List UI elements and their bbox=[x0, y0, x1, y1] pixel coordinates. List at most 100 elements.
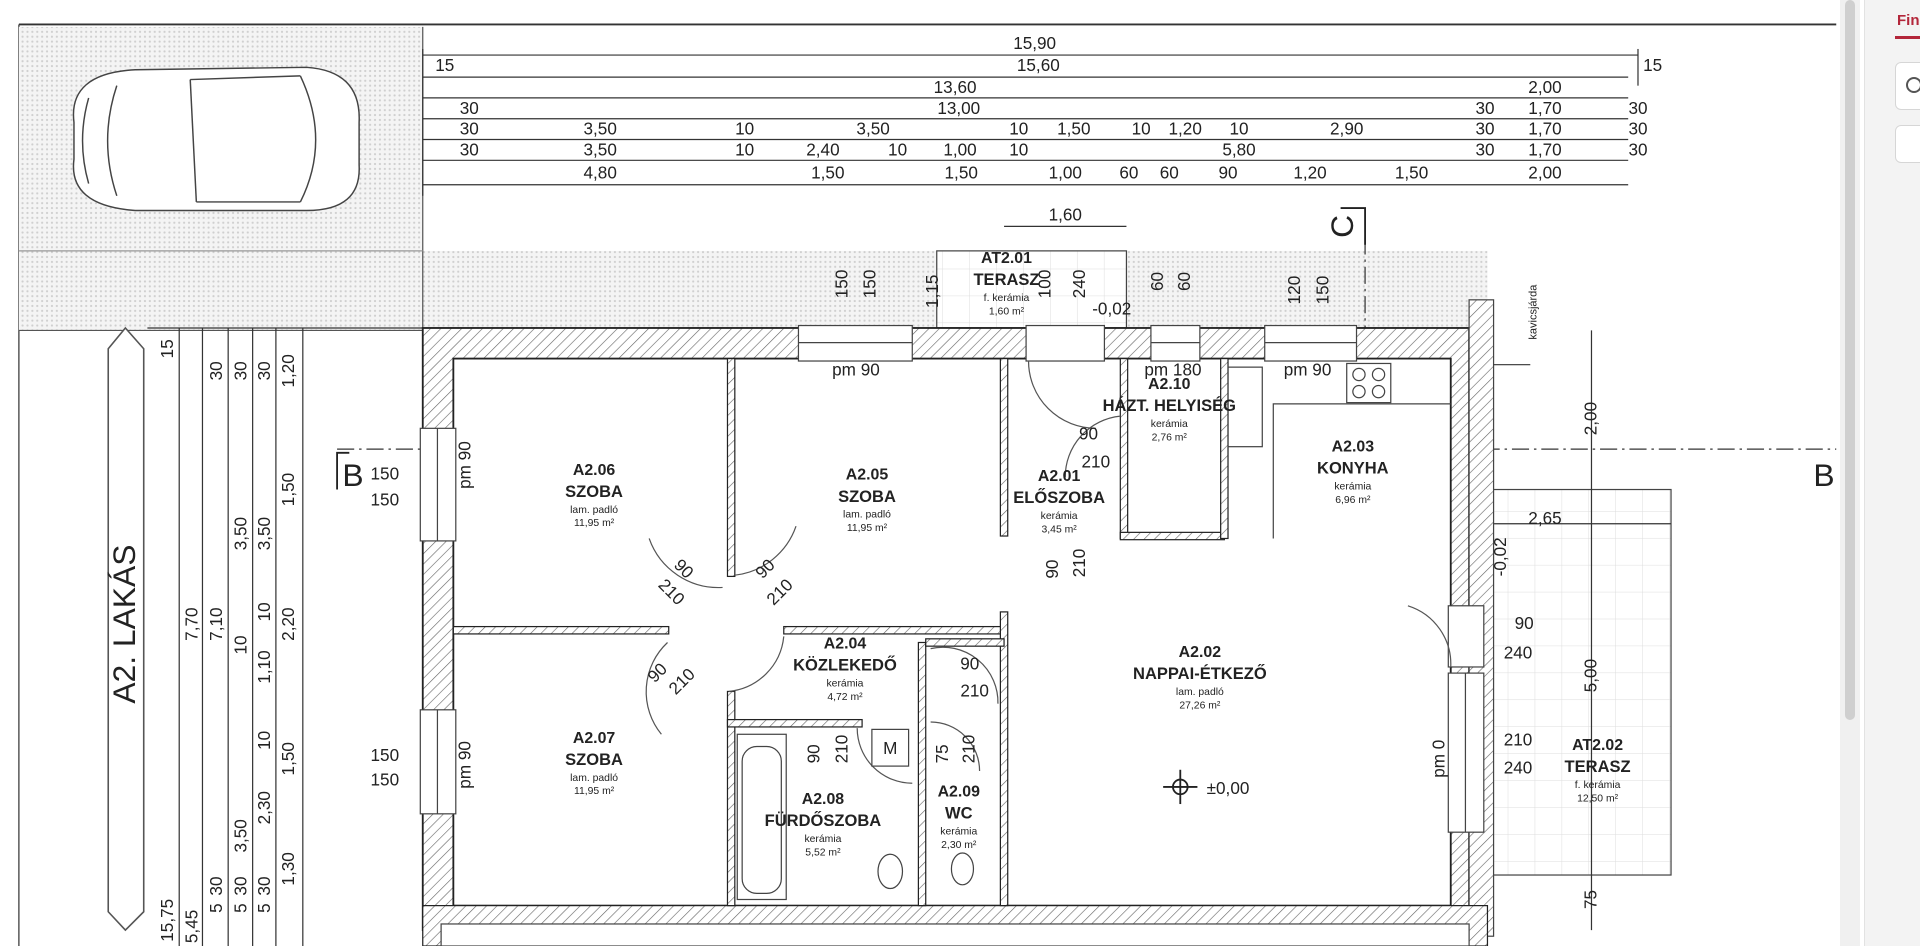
dimension-label: 5 bbox=[206, 903, 226, 913]
dimension-label: 1,20 bbox=[1169, 119, 1202, 139]
opening-dimension-label: pm 90 bbox=[832, 360, 880, 380]
opening-dimension-label: 150 bbox=[860, 270, 880, 299]
bathtub-icon bbox=[736, 733, 787, 901]
opening-dimension-label: 210 bbox=[831, 735, 851, 764]
opening-dimension-label: 60 bbox=[1147, 272, 1167, 291]
dimension-label: 10 bbox=[1132, 119, 1151, 139]
room-area: 1,60 m² bbox=[989, 307, 1025, 318]
active-tab-indicator bbox=[1895, 36, 1920, 39]
dimension-label: 30 bbox=[231, 877, 251, 896]
room-id: A2.06 bbox=[573, 462, 616, 479]
dimension-label: 7,70 bbox=[182, 607, 202, 640]
dimension-label: 3,50 bbox=[231, 517, 251, 550]
dimension-label: 1,50 bbox=[945, 163, 978, 183]
search-input[interactable] bbox=[1895, 62, 1920, 110]
dimension-label: 30 bbox=[460, 98, 479, 118]
room-name: SZOBA bbox=[838, 487, 896, 506]
room-area: 2,30 m² bbox=[941, 840, 977, 851]
opening-dimension-label: 150 bbox=[831, 270, 851, 299]
opening-dimension-label: 150 bbox=[371, 464, 400, 484]
dimension-label: 10 bbox=[735, 119, 754, 139]
tab-find[interactable]: Fin bbox=[1897, 12, 1920, 29]
room-id: AT2.01 bbox=[981, 250, 1032, 267]
opening-dimension-label: 240 bbox=[1069, 270, 1089, 299]
dimension-label: 3,50 bbox=[856, 119, 889, 139]
opening-dimension-label: pm 90 bbox=[454, 441, 474, 489]
room-id: A2.02 bbox=[1179, 644, 1222, 661]
scrollbar-thumb[interactable] bbox=[1845, 0, 1855, 720]
dimension-label: 15 bbox=[157, 339, 177, 358]
toilet-icon bbox=[871, 728, 975, 890]
room-floor-material: lam. padló bbox=[1176, 687, 1224, 698]
dimension-label: 2,40 bbox=[806, 139, 839, 159]
dimension-label: 30 bbox=[1475, 139, 1494, 159]
building-walls bbox=[419, 299, 1495, 946]
search-icon bbox=[1906, 77, 1920, 93]
dimension-label: 10 bbox=[888, 139, 907, 159]
room-floor-material: lam. padló bbox=[843, 510, 891, 521]
dimension-label: 5 bbox=[254, 903, 274, 913]
room-id: A2.04 bbox=[824, 636, 867, 653]
room-id: A2.07 bbox=[573, 730, 616, 747]
room-floor-material: lam. padló bbox=[570, 505, 618, 516]
dimension-label: 30 bbox=[254, 877, 274, 896]
opening-dimension-label: 75 bbox=[1580, 890, 1600, 909]
opening-dimension-label: 1,15 bbox=[922, 275, 942, 308]
opening-dimension-label: 2,00 bbox=[1580, 402, 1600, 435]
opening-dimension-label: 2,65 bbox=[1528, 508, 1561, 528]
room-name: SZOBA bbox=[565, 750, 623, 769]
dimension-label: 60 bbox=[1119, 163, 1138, 183]
dimension-label: 13,00 bbox=[937, 98, 980, 118]
dimension-label: 2,30 bbox=[254, 791, 274, 824]
room-id: A2.03 bbox=[1332, 439, 1375, 456]
room-id: AT2.02 bbox=[1572, 737, 1623, 754]
dimension-label: 1,00 bbox=[943, 139, 976, 159]
room-name: TERASZ bbox=[973, 270, 1039, 289]
opening-dimension-label: 210 bbox=[959, 735, 979, 764]
side-panel: Fin bbox=[1864, 0, 1920, 946]
opening-dimension-label: pm 180 bbox=[1144, 360, 1201, 380]
room-floor-material: kerámia bbox=[1041, 511, 1078, 522]
dimension-label: 2,90 bbox=[1330, 119, 1363, 139]
dimension-label: 30 bbox=[206, 361, 226, 380]
dimension-label: 1,50 bbox=[1395, 163, 1428, 183]
dimension-label: 15,75 bbox=[157, 899, 177, 942]
room-floor-material: kerámia bbox=[804, 834, 841, 845]
room-id: A2.05 bbox=[846, 467, 889, 484]
dimension-label: 10 bbox=[1009, 139, 1028, 159]
dimension-label: 30 bbox=[1475, 98, 1494, 118]
left-dimension-lines bbox=[147, 327, 423, 946]
dimension-label: 1,50 bbox=[1057, 119, 1090, 139]
vertical-scrollbar[interactable] bbox=[1840, 0, 1860, 946]
room-name: KÖZLEKEDŐ bbox=[793, 656, 897, 675]
dimension-label: 1,20 bbox=[1293, 163, 1326, 183]
dimension-label: 15 bbox=[435, 55, 454, 75]
dimension-label: 3,50 bbox=[584, 119, 617, 139]
dimension-label: 30 bbox=[1628, 98, 1647, 118]
opening-dimension-label: 150 bbox=[1312, 276, 1332, 305]
room-area: 27,26 m² bbox=[1179, 701, 1221, 712]
room-area: 6,96 m² bbox=[1335, 495, 1371, 506]
section-mark-label: C bbox=[1324, 215, 1360, 238]
dimension-label: 30 bbox=[1628, 119, 1647, 139]
room-area: 11,95 m² bbox=[574, 518, 615, 529]
dimension-label: 3,50 bbox=[231, 819, 251, 852]
dimension-label: 1,50 bbox=[278, 473, 298, 506]
dimension-label: 10 bbox=[1009, 119, 1028, 139]
room-name: TERASZ bbox=[1565, 757, 1631, 776]
dimension-label: 10 bbox=[254, 731, 274, 750]
room-area: 5,52 m² bbox=[805, 847, 841, 858]
room-name: SZOBA bbox=[565, 482, 623, 501]
room-name: HÁZT. HELYISÉG bbox=[1103, 396, 1236, 415]
room-name: NAPPAI-ÉTKEZŐ bbox=[1133, 664, 1267, 683]
dimension-label: 13,60 bbox=[934, 77, 977, 97]
search-options-field[interactable] bbox=[1895, 125, 1920, 163]
room-floor-material: kerámia bbox=[940, 827, 977, 838]
opening-dimension-label: 120 bbox=[1284, 276, 1304, 305]
dimension-label: 1,30 bbox=[278, 852, 298, 885]
door-swings bbox=[645, 361, 1452, 784]
room-name: KONYHA bbox=[1317, 459, 1389, 478]
room-id: A2.01 bbox=[1038, 468, 1081, 485]
dimension-label: 1,00 bbox=[1049, 163, 1082, 183]
